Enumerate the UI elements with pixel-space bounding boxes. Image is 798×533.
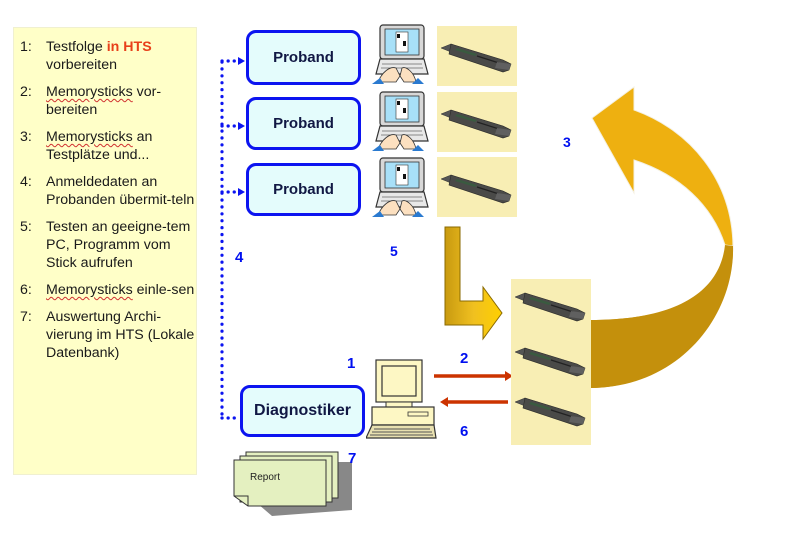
usb-stick-tile [437, 157, 517, 217]
dotted-branch-2 [220, 122, 245, 130]
step-number: 4: [20, 174, 32, 190]
desktop-pc-icon [366, 359, 437, 439]
proband-label: Proband [273, 49, 334, 66]
diagnostiker-box: Diagnostiker [240, 385, 365, 437]
step-item: 2: Memorysticks vor-bereiten [20, 83, 196, 119]
step-text-part: Testen an geeigne-tem PC, Programm vom S… [46, 219, 191, 271]
label-1: 1 [347, 355, 356, 372]
step-text: Anmeldedaten an Probanden übermit-teln [46, 173, 196, 209]
step-text: Testen an geeigne-tem PC, Programm vom S… [46, 218, 196, 272]
usb-stick-icon [511, 390, 591, 435]
dotted-branch-3 [220, 188, 245, 196]
curved-return-arrow [590, 86, 734, 388]
usb-stick-icon [437, 36, 517, 81]
label-3: 3 [563, 134, 571, 150]
step-text-part: Anmeldedaten an Probanden übermit-teln [46, 174, 195, 208]
laptop-typing-icon [372, 91, 432, 156]
usb-stick-icon [511, 340, 591, 385]
highlight-text: in HTS [106, 39, 152, 55]
report-stack-icon [233, 451, 352, 516]
diagnostiker-label: Diagnostiker [254, 402, 351, 419]
step-item: 7: Auswertung Archi-vierung im HTS (Lokal… [20, 308, 196, 362]
step-text-part: an Testplätze und... [46, 129, 153, 163]
label-5: 5 [390, 243, 398, 259]
step-number: 7: [20, 309, 32, 325]
usb-stick-tile [437, 26, 517, 86]
proband-box-1: Proband [246, 30, 361, 85]
proband-box-2: Proband [246, 97, 361, 150]
step-number: 2: [20, 84, 32, 100]
arrow-from-sticks [440, 397, 508, 407]
steps-note: 1: Testfolge in HTS vorbereiten 2: Memoryst… [13, 27, 197, 475]
step-text: Memorysticks an Testplätze und... [46, 128, 196, 164]
proband-box-3: Proband [246, 163, 361, 216]
step-item: 4: Anmeldedaten an Probanden übermit-teln [20, 173, 196, 209]
label-6: 6 [460, 423, 469, 440]
laptop-typing-icon [372, 24, 432, 89]
step-item: 3: Memorysticks an Testplätze und... [20, 128, 196, 164]
laptop-typing-icon [372, 157, 432, 222]
label-2: 2 [460, 350, 469, 367]
step-text-part: Testfolge [46, 39, 107, 55]
usb-stick-icon [511, 285, 591, 330]
gold-l-arrow [444, 226, 503, 341]
spellcheck-word: Memorysticks [46, 129, 133, 145]
proband-label: Proband [273, 181, 334, 198]
step-number: 6: [20, 282, 32, 298]
usb-stick-tile [437, 92, 517, 152]
label-7: 7 [348, 450, 357, 467]
step-item: 1: Testfolge in HTS vorbereiten [20, 38, 196, 74]
step-text: Memorysticks einle-sen [46, 281, 196, 299]
spellcheck-word: Memorysticks [46, 84, 133, 100]
step-number: 3: [20, 129, 32, 145]
usb-stick-icon [437, 167, 517, 212]
step-text: Auswertung Archi-vierung im HTS (Lokale … [46, 308, 196, 362]
step-item: 6: Memorysticks einle-sen [20, 281, 196, 299]
spellcheck-word: Memorysticks [46, 282, 133, 298]
step-text-part: einle-sen [132, 282, 195, 298]
step-number: 1: [20, 39, 32, 55]
step-text-part: Auswertung Archi-vierung im HTS (Lokale … [46, 309, 195, 361]
label-4: 4 [235, 249, 244, 266]
dotted-branch-1 [220, 57, 245, 65]
step-text: Testfolge in HTS vorbereiten [46, 38, 196, 74]
arrow-to-sticks [434, 371, 513, 381]
proband-label: Proband [273, 115, 334, 132]
step-number: 5: [20, 219, 32, 235]
step-item: 5: Testen an geeigne-tem PC, Programm vom… [20, 218, 196, 272]
step-text-part: vor-bereiten [46, 84, 162, 118]
usb-stick-icon [437, 102, 517, 147]
step-text: Memorysticks vor-bereiten [46, 83, 196, 119]
report-label: Report [250, 472, 281, 483]
step-text-part: vorbereiten [46, 57, 117, 73]
